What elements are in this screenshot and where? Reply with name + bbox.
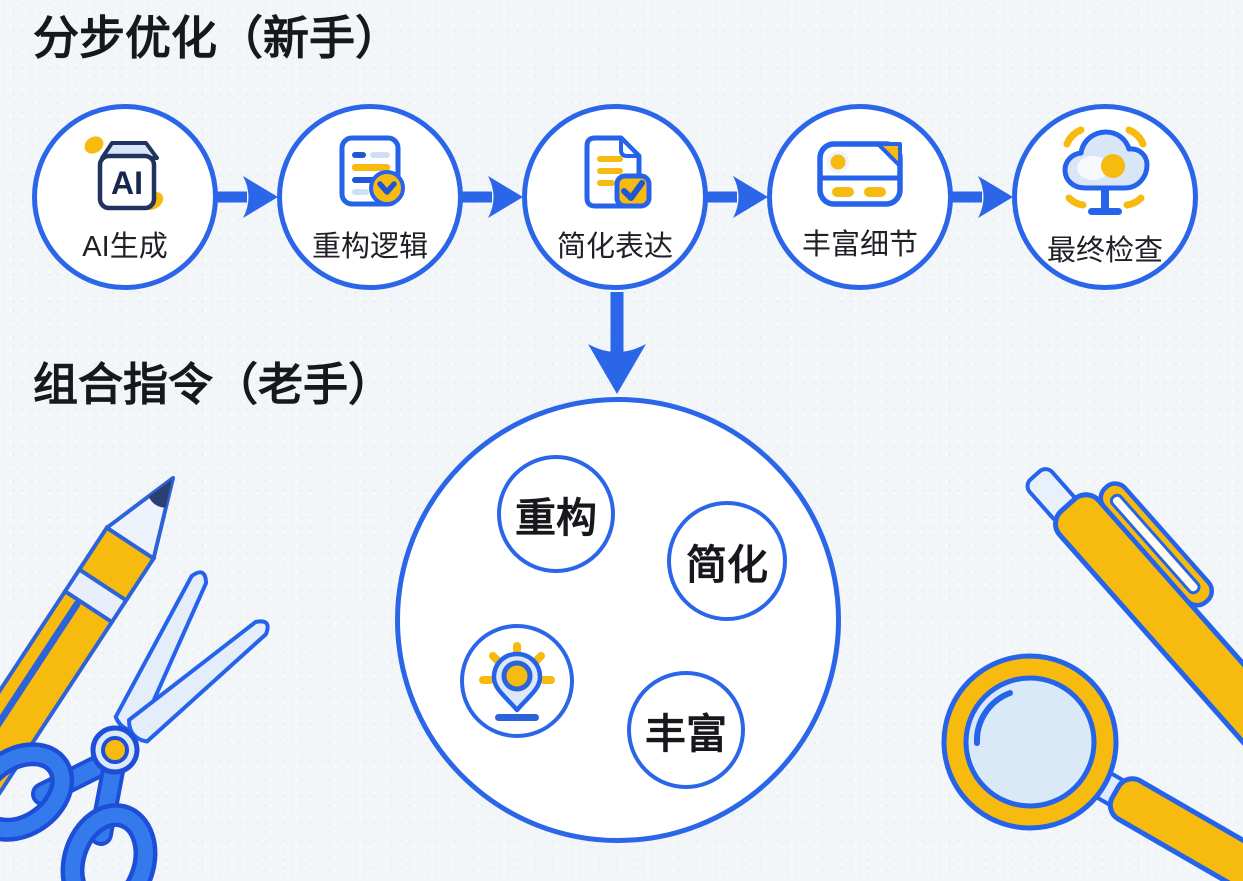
arrow-right-icon <box>950 176 1013 218</box>
step-circle-ai-generate: AI AI生成 <box>32 104 218 290</box>
ai-badge-text: AI <box>111 165 143 201</box>
section-title-combo: 组合指令（老手） <box>33 359 394 410</box>
arrow-right-icon <box>705 176 768 218</box>
cloud-scan-icon <box>1062 126 1150 215</box>
step-label-enrich-details: 丰富细节 <box>801 228 918 261</box>
bubble-label-enrich: 丰富 <box>645 711 727 757</box>
bubble-simplify: 简化 <box>667 501 787 621</box>
combo-circle: 重构 简化 <box>395 397 841 843</box>
bubble-restructure: 重构 <box>497 455 615 573</box>
bubble-idea-pin <box>460 624 574 738</box>
step-circle-restructure-logic: 重构逻辑 <box>277 104 463 290</box>
ai-box-icon: AI <box>84 135 164 210</box>
section-title-stepwise: 分步优化（新手） <box>33 12 401 64</box>
arrow-right-icon <box>460 176 523 218</box>
bubble-label-restructure: 重构 <box>515 495 597 541</box>
arrow-down-icon <box>588 292 646 394</box>
doc-check-square-icon <box>584 135 652 208</box>
step-label-restructure-logic: 重构逻辑 <box>311 230 428 263</box>
step-label-final-check: 最终检查 <box>1046 234 1163 267</box>
card-details-icon <box>817 140 903 207</box>
bubble-enrich: 丰富 <box>627 671 745 789</box>
location-pin-idea-icon <box>479 642 555 721</box>
step-circle-final-check: 最终检查 <box>1012 104 1198 290</box>
step-circle-enrich-details: 丰富细节 <box>767 104 953 290</box>
step-label-ai-generate: AI生成 <box>82 230 168 263</box>
bubble-label-simplify: 简化 <box>686 542 768 588</box>
arrow-right-icon <box>215 176 278 218</box>
step-circle-simplify-expression: 简化表达 <box>522 104 708 290</box>
doc-list-check-circle-icon <box>339 135 405 206</box>
step-label-simplify-expression: 简化表达 <box>556 230 673 263</box>
